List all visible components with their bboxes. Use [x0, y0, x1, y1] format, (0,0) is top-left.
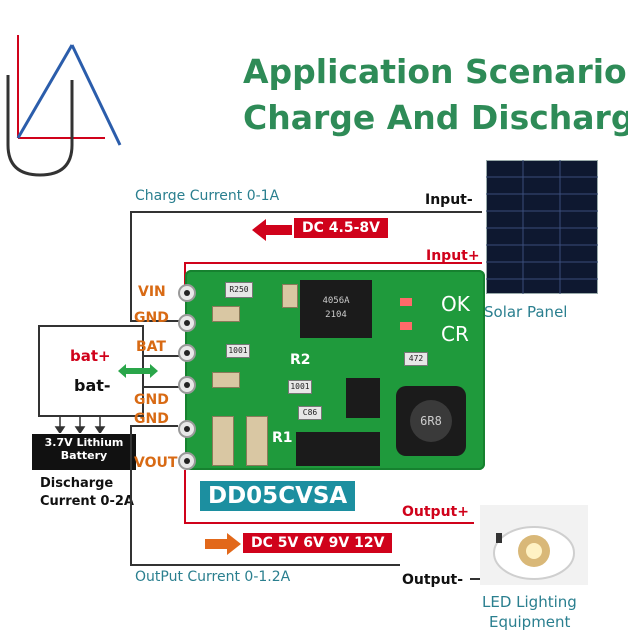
capacitor-4 — [212, 416, 234, 466]
capacitor-2 — [212, 306, 240, 322]
pad-gnd3 — [178, 420, 196, 438]
arrow-left-icon — [252, 219, 292, 241]
gnd-wire — [130, 320, 180, 322]
output-plus-label: Output+ — [402, 504, 469, 520]
regulator-chip — [296, 432, 380, 466]
output-current-label: OutPut Current 0-1.2A — [135, 569, 291, 585]
inductor-label: 6R8 — [410, 400, 452, 442]
resistor-1001b: 1001 — [288, 380, 312, 394]
output-plus-wire — [184, 522, 474, 524]
battery-label-box: 3.7V Lithium Battery — [32, 434, 136, 470]
battery-minus-label: bat- — [74, 376, 111, 395]
r1-label: R1 — [272, 430, 293, 446]
led-label-line2: Equipment — [489, 613, 571, 631]
pin-gnd1-label: GND — [134, 310, 169, 326]
chip-sub: 2104 — [325, 310, 347, 320]
capacitor-5 — [246, 416, 268, 466]
output-minus-label: Output- — [402, 572, 464, 588]
title-line-2: Charge And Discharge — [243, 98, 628, 137]
output-minus-stub — [470, 578, 480, 580]
model-label: DD05CVSA — [200, 481, 356, 511]
battery-name-line1: 3.7V Lithium — [44, 436, 124, 449]
vout-wire-down — [184, 470, 186, 522]
pin-gnd2-label: GND — [134, 392, 169, 408]
cr-label: CR — [441, 322, 469, 346]
discharge-line1: Discharge — [40, 476, 114, 491]
discharge-line2: Current 0-2A — [40, 494, 134, 509]
title-line-1: Application Scenarios — [243, 52, 628, 91]
r2-label: R2 — [290, 352, 311, 368]
led-cr-indicator — [400, 322, 412, 330]
main-chip: 4056A 2104 — [300, 280, 372, 338]
led-ok-indicator — [400, 298, 412, 306]
pad-vout — [178, 452, 196, 470]
output-minus-wire — [130, 564, 400, 566]
battery-name-line2: Battery — [60, 449, 108, 462]
input-voltage-badge: DC 4.5-8V — [294, 218, 388, 238]
charge-wire-left — [130, 211, 132, 321]
double-arrow-icon — [118, 364, 158, 378]
output-minus-wire-left — [130, 425, 132, 565]
resistor-1001a: 1001 — [226, 344, 250, 358]
charge-wire-top — [130, 211, 482, 213]
resistor-r250: R250 — [225, 282, 253, 298]
pin-bat-label: BAT — [136, 339, 166, 355]
bat-plus-wire — [144, 355, 182, 357]
pad-gnd2 — [178, 376, 196, 394]
pin-gnd3-label: GND — [134, 411, 169, 427]
input-minus-label: Input- — [425, 192, 473, 208]
led-label-line1: LED Lighting — [482, 593, 577, 611]
logo-mark — [6, 35, 122, 177]
charge-current-label: Charge Current 0-1A — [135, 188, 280, 204]
led-lamp-icon — [480, 505, 588, 585]
resistor-472: 472 — [404, 352, 428, 366]
pin-vout-label: VOUT — [134, 455, 178, 471]
capacitor-1 — [282, 284, 298, 308]
arrow-right-icon — [205, 533, 241, 555]
pad-gnd1 — [178, 314, 196, 332]
input-plus-label: Input+ — [426, 248, 480, 264]
input-plus-wire — [184, 262, 482, 264]
inductor: 6R8 — [396, 386, 466, 456]
output-voltage-badge: DC 5V 6V 9V 12V — [243, 533, 393, 553]
pin-vin-label: VIN — [138, 284, 166, 300]
small-chip — [346, 378, 380, 418]
solar-panel-label: Solar Panel — [484, 303, 568, 321]
bat-minus-wire — [144, 386, 182, 388]
battery-plus-label: bat+ — [70, 347, 111, 365]
capacitor-3 — [212, 372, 240, 388]
pad-vin — [178, 284, 196, 302]
pad-bat — [178, 344, 196, 362]
solar-panel-icon — [486, 160, 598, 294]
ok-label: OK — [441, 292, 470, 316]
chip-text: 4056A — [322, 296, 350, 306]
resistor-c86: C86 — [298, 406, 322, 420]
gnd3-wire — [130, 425, 178, 427]
arrow-down-icons — [54, 417, 106, 433]
